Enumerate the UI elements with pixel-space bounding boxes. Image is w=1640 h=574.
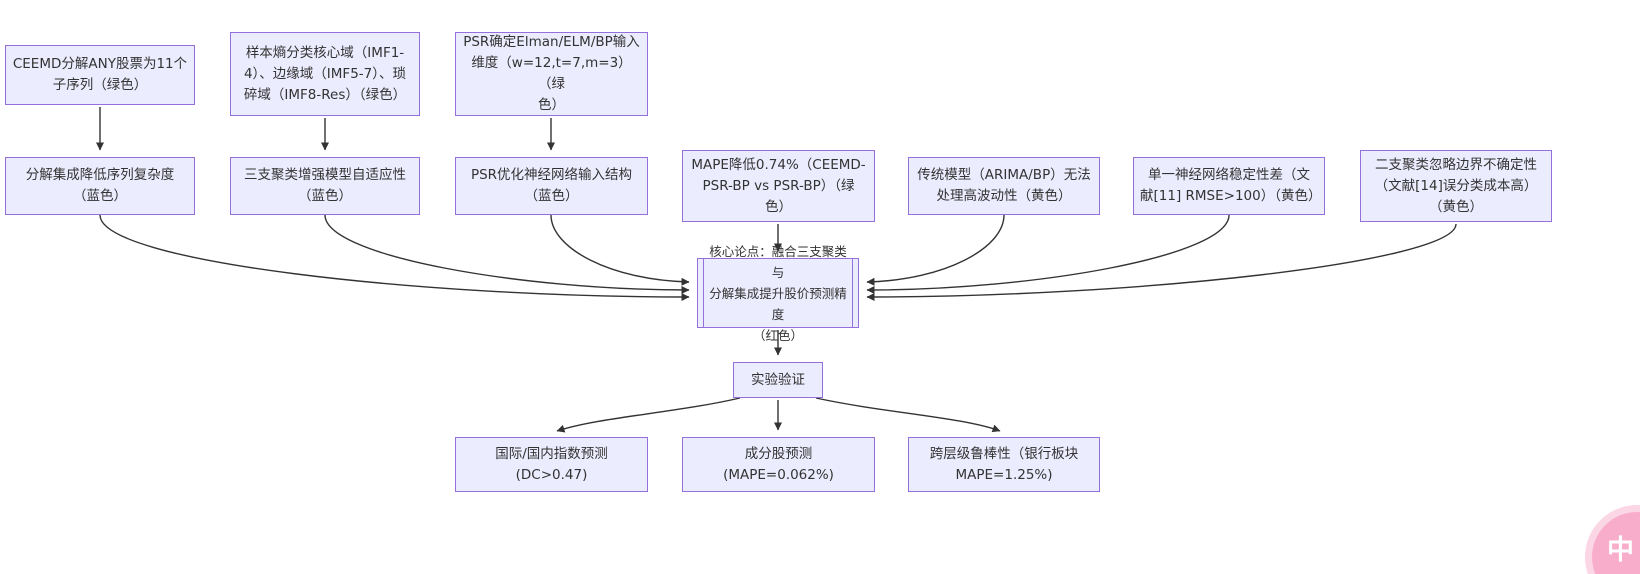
edge-psropt-to-core xyxy=(550,214,690,286)
node-traditional-model-limit: 传统模型（ARIMA/BP）无法 处理高波动性（黄色） xyxy=(908,157,1100,215)
edge-singlenn-to-core xyxy=(866,214,1230,294)
translate-button[interactable]: 中 A xyxy=(1592,512,1640,574)
node-two-way-clustering-limit: 二支聚类忽略边界不确定性 （文献[14]误分类成本高） （黄色） xyxy=(1360,150,1552,222)
edge-experiment-to-robustness xyxy=(815,397,1001,433)
edge-threeway-to-core xyxy=(324,214,690,294)
node-single-nn-instability: 单一神经网络稳定性差（文 献[11] RMSE>100）（黄色） xyxy=(1133,157,1325,215)
node-cross-level-robustness: 跨层级鲁棒性（银行板块 MAPE=1.25%) xyxy=(908,437,1100,492)
translate-button-zh-glyph: 中 xyxy=(1607,535,1634,566)
node-psr-optimization: PSR优化神经网络输入结构 （蓝色） xyxy=(455,157,648,215)
node-constituent-prediction: 成分股预测 (MAPE=0.062%) xyxy=(682,437,875,492)
node-three-way-clustering: 三支聚类增强模型自适应性 （蓝色） xyxy=(230,157,420,215)
node-core-thesis: 核心论点：融合三支聚类与 分解集成提升股价预测精度 （红色） xyxy=(697,244,859,343)
node-psr-input-dimension: PSR确定Elman/ELM/BP输入 维度（w=12,t=7,m=3）（绿 色… xyxy=(455,32,648,116)
edge-twoway-to-core xyxy=(866,223,1457,301)
node-index-prediction: 国际/国内指数预测 (DC>0.47) xyxy=(455,437,648,492)
edge-traditional-to-core xyxy=(866,214,1005,286)
node-mape-reduction: MAPE降低0.74%（CEEMD- PSR-BP vs PSR-BP）（绿 色… xyxy=(682,150,875,222)
node-ceemd-decompose: CEEMD分解ANY股票为11个 子序列（绿色） xyxy=(5,45,195,105)
edge-experiment-to-index xyxy=(556,397,741,433)
node-decomposition-complexity: 分解集成降低序列复杂度 （蓝色） xyxy=(5,157,195,215)
edge-decomp-to-core xyxy=(99,214,690,301)
node-experiment-validation: 实验验证 xyxy=(733,362,823,398)
node-sample-entropy: 样本熵分类核心域（IMF1- 4）、边缘域（IMF5-7）、琐 碎域（IMF8-… xyxy=(230,32,420,116)
